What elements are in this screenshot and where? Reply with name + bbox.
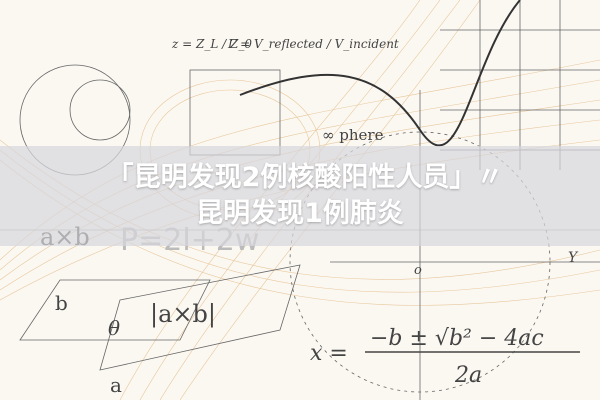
headline: 「昆明发现2例核酸阳性人员」〃 昆明发现1例肺炎 bbox=[0, 146, 600, 246]
side-b-label: b bbox=[55, 291, 68, 315]
origin-label: o bbox=[414, 263, 422, 278]
headline-line-2: 昆明发现1例肺炎 bbox=[196, 198, 404, 229]
cross-abs-formula: |a×b| bbox=[150, 300, 216, 329]
y-axis-label: Y bbox=[568, 250, 579, 266]
side-a-label: a bbox=[110, 373, 122, 397]
quadratic-denominator: 2a bbox=[454, 363, 482, 388]
sphere-label: ∞ phere bbox=[322, 126, 384, 144]
impedance-formula: z = Z_L / Z_0 bbox=[171, 37, 252, 51]
headline-band bbox=[0, 146, 600, 246]
gamma-formula: Γ = V_reflected / V_incident bbox=[227, 37, 399, 51]
theta-label: θ bbox=[108, 316, 120, 340]
quadratic-lhs: x = bbox=[310, 341, 348, 366]
headline-line-1: 「昆明发现2例核酸阳性人员」〃 bbox=[106, 162, 504, 193]
quadratic-numerator: −b ± √b² − 4ac bbox=[370, 326, 544, 351]
